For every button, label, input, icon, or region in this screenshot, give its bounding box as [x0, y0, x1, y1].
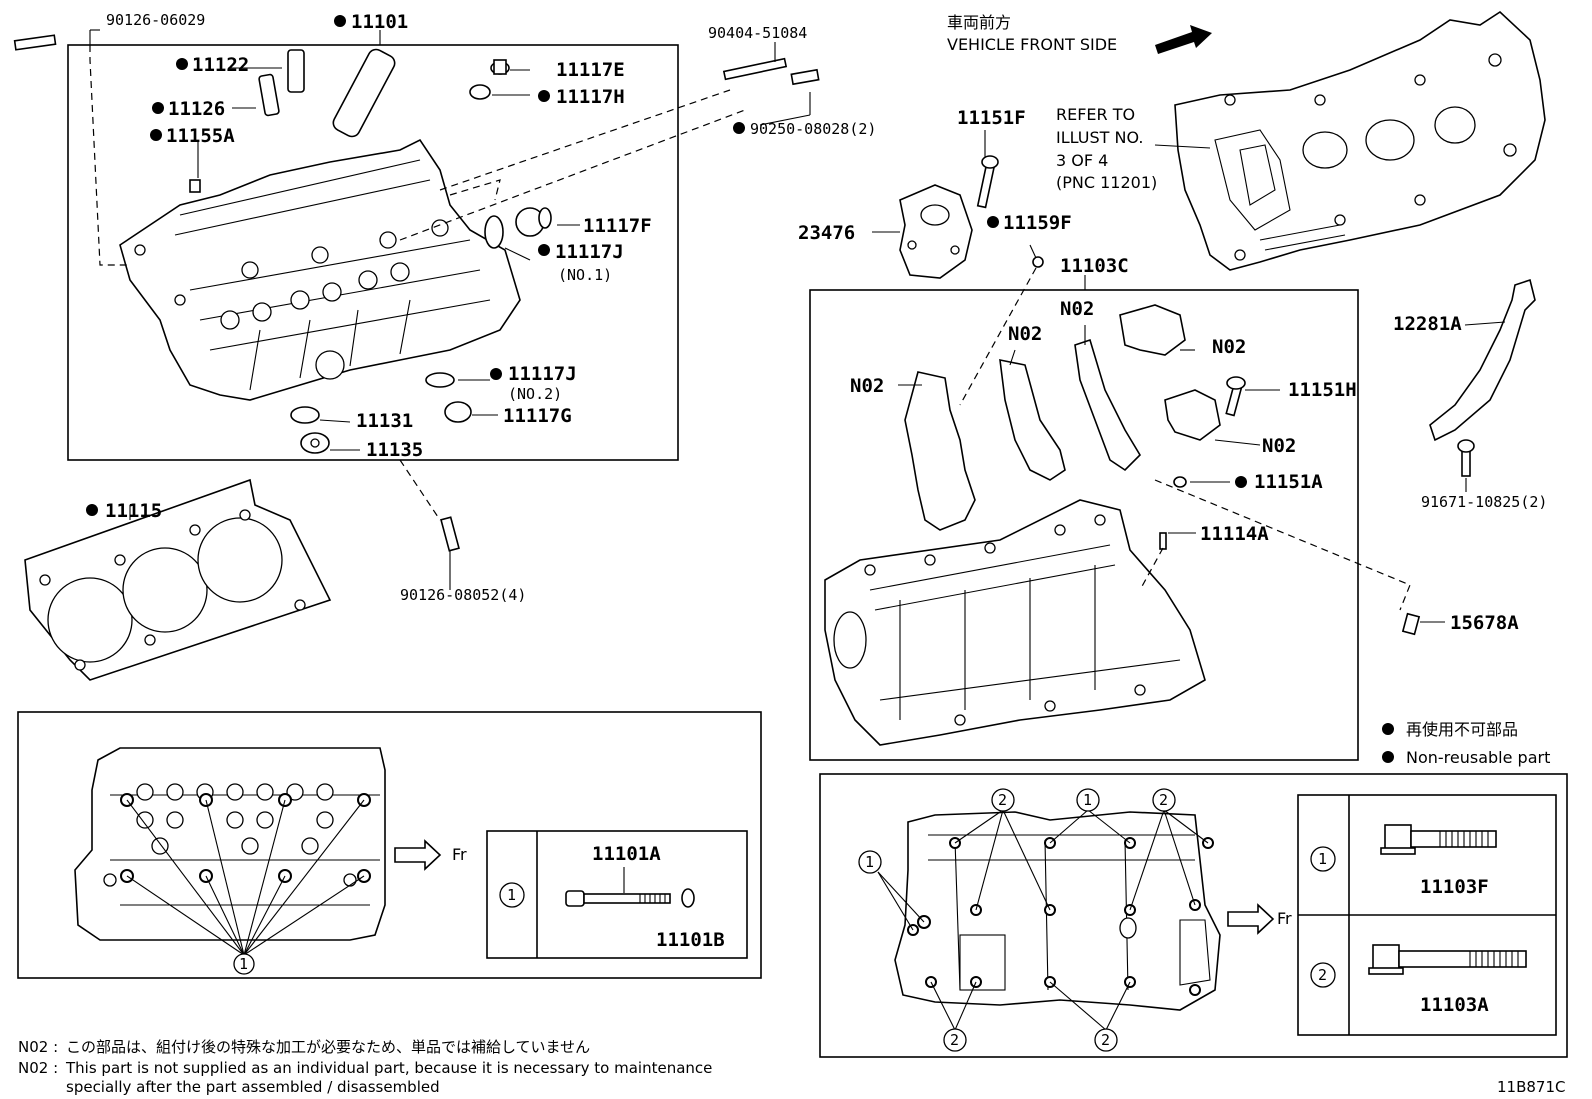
stud-bolt-90126-06029	[13, 34, 57, 51]
fr-label-left: Fr	[452, 845, 467, 864]
note-en-line1: This part is not supplied as an individu…	[65, 1059, 712, 1077]
leader-lines	[89, 29, 1506, 623]
bolt-11103F	[1380, 824, 1497, 855]
cylinder-head-cover	[1174, 10, 1546, 271]
legend-non-reusable-en: Non-reusable part	[1406, 748, 1550, 767]
note-jp-prefix: N02 :	[18, 1038, 58, 1056]
label-91671-10825: 91671-10825(2)	[1421, 493, 1547, 511]
svg-text:2: 2	[1318, 966, 1327, 984]
label-11117J-no1-note: (NO.1)	[558, 266, 612, 284]
head-gasket-11115	[24, 478, 332, 681]
label-11103A: 11103A	[1420, 994, 1489, 1016]
bolt-11151F	[976, 163, 996, 209]
refer-line-4: (PNC 11201)	[1056, 173, 1157, 192]
bolt-11101A	[565, 867, 671, 907]
label-90126-06029: 90126-06029	[106, 11, 205, 29]
label-11103F: 11103F	[1420, 876, 1489, 898]
note-jp: この部品は、組付け後の特殊な加工が必要なため、単品では補給していません	[66, 1038, 590, 1056]
bolt-11103A	[1368, 944, 1527, 975]
label-11101B: 11101B	[656, 929, 725, 951]
fr-label-right: Fr	[1277, 909, 1292, 928]
bolt-90404-51084	[722, 57, 788, 81]
label-11117J-no2: 11117J	[508, 363, 577, 385]
svg-text:1: 1	[1083, 791, 1092, 809]
refer-line-2: ILLUST NO.	[1056, 128, 1143, 147]
water-outlet-23476	[899, 184, 973, 279]
svg-text:2: 2	[950, 1031, 959, 1049]
label-11117E: 11117E	[556, 59, 625, 81]
svg-text:2: 2	[1101, 1031, 1110, 1049]
head-bolt-order-view: 1 Fr	[74, 747, 467, 975]
label-11151A: 11151A	[1254, 471, 1323, 493]
bed-plate-frame	[809, 289, 1359, 761]
label-11114A: 11114A	[1200, 523, 1269, 545]
vehicle-front-jp: 車両前方	[947, 13, 1011, 32]
svg-text:1: 1	[865, 853, 874, 871]
label-90126-08052: 90126-08052(4)	[400, 586, 526, 604]
front-arrow	[1155, 25, 1212, 54]
head-bolt-table	[486, 830, 748, 959]
label-n02-d: N02	[1212, 336, 1246, 358]
label-n02-b: N02	[1008, 323, 1042, 345]
bed-plate-11103C	[824, 499, 1206, 746]
label-11126: 11126	[168, 98, 225, 120]
chain-guide-12281A	[1429, 278, 1536, 442]
head-bolt-order-frame	[17, 711, 762, 979]
block-bolt-order-frame	[819, 773, 1568, 1058]
vehicle-front-en: VEHICLE FRONT SIDE	[947, 35, 1117, 54]
pin-15678A	[1401, 612, 1421, 636]
cylinder-head-frame	[67, 44, 679, 461]
label-90404-51084: 90404-51084	[708, 24, 807, 42]
label-11101A: 11101A	[592, 843, 661, 865]
label-15678A: 15678A	[1450, 612, 1519, 634]
label-11151H: 11151H	[1288, 379, 1357, 401]
label-11159F: 11159F	[1003, 212, 1072, 234]
note-en-line2: specially after the part assembled / dis…	[66, 1078, 440, 1096]
legend-non-reusable-jp: 再使用不可部品	[1406, 720, 1518, 739]
label-11115: 11115	[105, 500, 162, 522]
washer-11101B	[681, 888, 695, 908]
crank-bearing-caps	[904, 304, 1221, 531]
svg-text:2: 2	[998, 791, 1007, 809]
svg-text:1: 1	[507, 886, 516, 904]
label-11101: 11101	[351, 11, 408, 33]
label-n02-a: N02	[850, 375, 884, 397]
refer-line-3: 3 OF 4	[1056, 151, 1108, 170]
svg-text:1: 1	[239, 955, 248, 973]
diagram-code: 11B871C	[1497, 1078, 1565, 1096]
label-90250-08028: 90250-08028(2)	[750, 120, 876, 138]
stud-bolt-90126-08052	[440, 516, 460, 552]
label-23476: 23476	[798, 222, 855, 244]
label-11155A: 11155A	[166, 125, 235, 147]
label-11135: 11135	[366, 439, 423, 461]
label-11103C: 11103C	[1060, 255, 1129, 277]
label-11117F: 11117F	[583, 215, 652, 237]
cylinder-head	[119, 138, 521, 401]
label-11117G: 11117G	[503, 405, 572, 427]
note-en-prefix: N02 :	[18, 1059, 58, 1077]
label-11117J-no2-note: (NO.2)	[508, 385, 562, 403]
refer-line-1: REFER TO	[1056, 105, 1135, 124]
label-n02-e: N02	[1262, 435, 1296, 457]
non-reusable-markers	[86, 15, 1394, 763]
label-11117H: 11117H	[556, 86, 625, 108]
label-11151F: 11151F	[957, 107, 1026, 129]
svg-text:2: 2	[1159, 791, 1168, 809]
label-11117J-no1: 11117J	[555, 241, 624, 263]
label-12281A: 12281A	[1393, 313, 1462, 335]
label-11122: 11122	[192, 54, 249, 76]
block-bolt-order-view: 2 1 2 1 2 2 Fr	[858, 788, 1292, 1052]
label-n02-c: N02	[1060, 298, 1094, 320]
label-11131: 11131	[356, 410, 413, 432]
svg-text:1: 1	[1318, 850, 1327, 868]
